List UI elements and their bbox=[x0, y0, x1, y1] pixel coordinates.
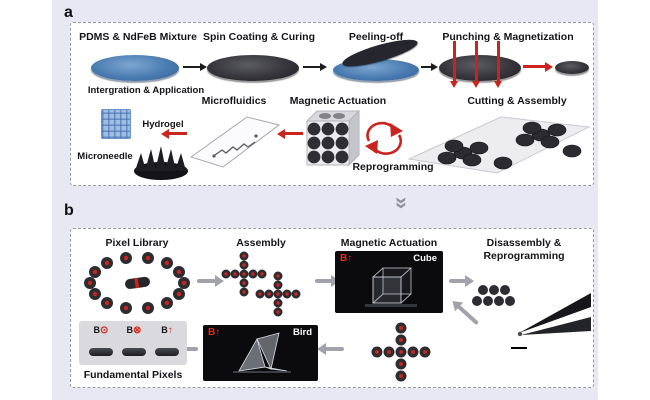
plus-cluster bbox=[255, 271, 301, 317]
b-field-label: B↑ bbox=[208, 327, 221, 338]
label-magnetic-actuation-b: Magnetic Actuation bbox=[340, 237, 438, 249]
fp-symbol-out: B⊙ bbox=[93, 325, 109, 336]
label-microfluidics: Microfluidics bbox=[201, 95, 267, 107]
pixel-library-ring bbox=[84, 252, 190, 314]
panel-a-letter: a bbox=[64, 4, 73, 21]
microneedle-icon bbox=[134, 146, 188, 180]
bird-shape-icon bbox=[233, 332, 291, 373]
pixel-pill bbox=[89, 348, 113, 356]
fundamental-pixels-bar: B⊙ B⊗ B↑ bbox=[79, 321, 187, 365]
magnetization-arrow-icon bbox=[497, 41, 500, 81]
b-in-icon: ⊗ bbox=[133, 325, 142, 336]
disassembly-cluster bbox=[472, 285, 515, 306]
reprogramming-cycle-icon bbox=[365, 121, 403, 155]
panel-b: Pixel Library Assembly Magnetic Actuatio… bbox=[70, 228, 594, 388]
label-reprogramming: Reprogramming bbox=[352, 161, 434, 173]
step-label-spin: Spin Coating & Curing bbox=[203, 31, 315, 43]
bird-photo: B↑ Bird bbox=[203, 325, 318, 381]
fp-symbol-in: B⊗ bbox=[126, 325, 142, 336]
punched-disk bbox=[439, 55, 521, 81]
tweezers-icon bbox=[517, 293, 591, 337]
flow-arrow-left-icon bbox=[325, 347, 344, 351]
scale-bar bbox=[511, 347, 527, 349]
application-arrow-left-icon bbox=[169, 132, 187, 135]
cross-cluster bbox=[371, 322, 431, 382]
spin-coated-disk bbox=[207, 55, 299, 81]
microfluidic-chip-icon bbox=[189, 116, 281, 168]
label-pixel-library: Pixel Library bbox=[105, 237, 169, 249]
cube-photo: B↑ Cube bbox=[335, 251, 443, 313]
assembly-cluster bbox=[221, 251, 301, 317]
bird-caption: Bird bbox=[293, 327, 312, 338]
panel-divider-chevron-icon: » bbox=[390, 196, 416, 210]
cutting-assembly-sheet bbox=[407, 116, 591, 174]
magnetization-arrow-right-icon bbox=[523, 65, 545, 68]
sphere-cube-icon bbox=[305, 109, 361, 167]
label-cutting-assembly: Cutting & Assembly bbox=[467, 95, 567, 107]
b-out-icon: ⊙ bbox=[100, 325, 109, 336]
b-arrow-icon: ↑ bbox=[347, 253, 353, 264]
flow-arrow-icon bbox=[197, 279, 216, 283]
label-microneedle: Microneedle bbox=[77, 151, 133, 162]
plus-cluster bbox=[221, 251, 267, 297]
arrow-right-icon bbox=[421, 66, 431, 68]
flow-arrow-icon bbox=[449, 279, 466, 283]
magnetized-disk bbox=[555, 61, 589, 74]
label-integration: Intergration & Application bbox=[87, 85, 205, 96]
step-label-peel: Peeling-off bbox=[348, 31, 404, 43]
cube-caption: Cube bbox=[413, 253, 437, 264]
magnetization-arrow-icon bbox=[453, 41, 456, 81]
label-magnetic-actuation: Magnetic Actuation bbox=[289, 95, 387, 107]
step-label-punch: Punching & Magnetization bbox=[442, 31, 574, 43]
label-assembly: Assembly bbox=[236, 237, 286, 249]
pixel-pill bbox=[155, 348, 179, 356]
pixel-cluster bbox=[437, 121, 582, 170]
panel-b-letter: b bbox=[64, 202, 74, 219]
b-up-icon: ↑ bbox=[167, 325, 173, 336]
pdms-disk bbox=[91, 55, 179, 81]
cube-wireframe-icon bbox=[365, 267, 417, 307]
b-field-label: B↑ bbox=[340, 253, 353, 264]
b-arrow-icon: ↑ bbox=[215, 327, 221, 338]
label-hydrogel: Hydrogel bbox=[142, 119, 184, 130]
flow-arrow-left-icon bbox=[181, 347, 198, 351]
label-disassembly: Disassembly & Reprogramming bbox=[483, 237, 565, 263]
hydrogel-icon bbox=[101, 109, 131, 139]
fp-symbol-up: B↑ bbox=[161, 325, 173, 336]
pixel-capsule bbox=[125, 276, 150, 289]
plus-cluster bbox=[371, 322, 431, 382]
arrow-right-icon bbox=[183, 66, 200, 68]
arrow-right-icon bbox=[303, 66, 320, 68]
panel-a: PDMS & NdFeB Mixture Spin Coating & Curi… bbox=[70, 22, 594, 186]
pixel-disks bbox=[84, 252, 190, 314]
label-fundamental-pixels: Fundamental Pixels bbox=[83, 369, 183, 381]
step-label-pdms: PDMS & NdFeB Mixture bbox=[79, 31, 197, 43]
flow-arrow-icon bbox=[315, 279, 332, 283]
magnetization-arrow-icon bbox=[475, 41, 478, 81]
flow-arrow-left-icon bbox=[285, 132, 303, 135]
pixel-pill bbox=[122, 348, 146, 356]
